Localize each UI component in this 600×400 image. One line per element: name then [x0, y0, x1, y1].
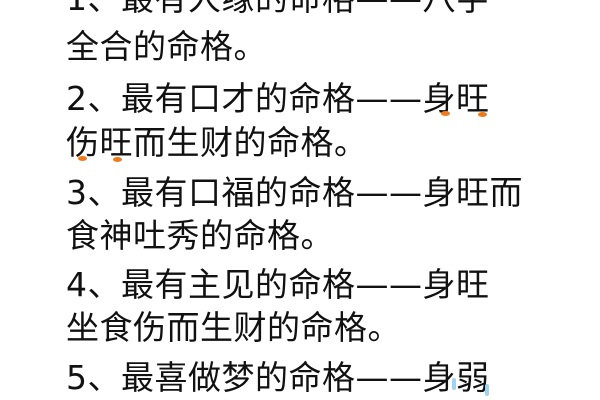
text-line-3: 2、最有口才的命格——身旺 [66, 79, 490, 118]
orange-annotation-mark [78, 156, 87, 161]
orange-annotation-mark [441, 111, 450, 116]
orange-annotation-mark [113, 157, 122, 162]
text-line-4: 伤旺而生财的命格。 [66, 123, 368, 162]
text-line-1: 1、最有人缘的命格——八字 [66, 0, 490, 19]
text-line-7: 4、最有主见的命格——身旺 [66, 265, 490, 304]
text-line-2: 全合的命格。 [66, 27, 267, 66]
orange-annotation-mark [478, 112, 487, 117]
text-line-6: 食神吐秀的命格。 [66, 216, 334, 255]
text-line-8: 坐食伤而生财的命格。 [66, 308, 401, 347]
text-line-5: 3、最有口福的命格——身旺而 [66, 173, 523, 212]
text-line-9: 5、最喜做梦的命格——身弱 [66, 358, 490, 397]
blue-annotation-mark [452, 378, 456, 390]
blue-annotation-mark [485, 384, 489, 396]
